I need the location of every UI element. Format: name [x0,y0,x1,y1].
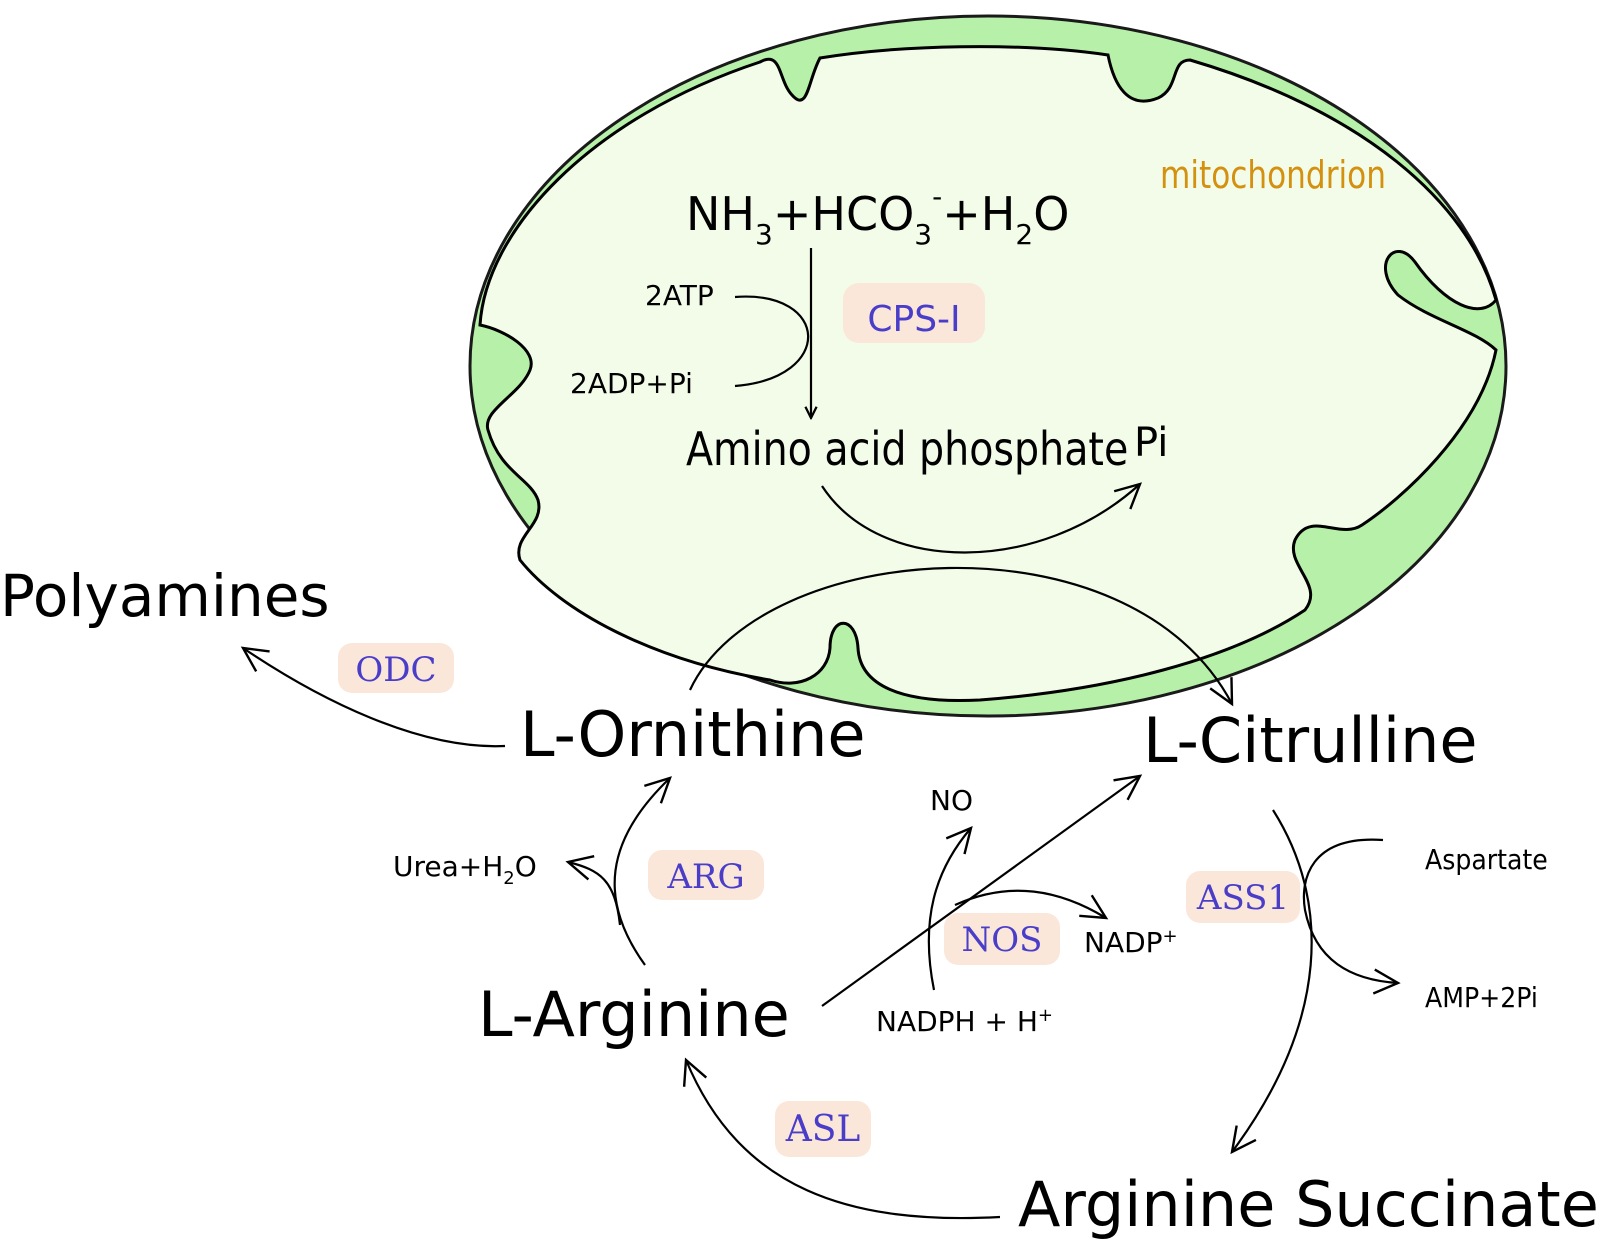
ass1-cofactor-arc [1302,838,1401,995]
arrow-ornithine-to-citrulline [689,566,1234,707]
ass1-reaction: Aspartate AMP+2Pi ASS1 [1186,809,1548,1155]
mitochondrion-label: mitochondrion [1160,154,1386,198]
nos-reaction: NO NADP+ NADPH + H+ NOS [821,774,1178,1038]
nos-enzyme-badge [944,913,1060,965]
nos-enzyme-label: NOS [962,920,1043,960]
arg-enzyme-label: ARG [666,857,744,897]
cps-reaction: NH3+HCO3-+H2O 2ATP 2ADP+Pi CPS-I Amino a… [570,180,1168,477]
nos-cofactor-out: NADP+ [1084,926,1178,959]
metabolite-arginine: L-Arginine [478,978,790,1051]
odc-enzyme-badge [338,643,454,693]
nos-cofactor-arc [927,825,973,991]
inner-membrane-cristae [478,45,1498,703]
cps-substrate: NH3+HCO3-+H2O [686,180,1069,251]
ass1-cofactor-in: Aspartate [1425,844,1548,877]
metabolite-argsucc: Arginine Succinate [1018,1168,1599,1241]
odc-reaction: ODC [240,643,506,748]
arrow-arg-to-urea [565,855,622,926]
arrow-ornithine-to-polyamines [240,646,506,748]
arrow-nos-to-nadp [954,889,1109,920]
metabolite-polyamines: Polyamines [0,562,330,630]
asl-reaction: ASL [682,1057,1001,1220]
asl-enzyme-badge [775,1101,871,1157]
arrow-citrulline-to-argsucc [1230,809,1313,1155]
metabolite-ornithine: L-Ornithine [520,698,866,771]
arrow-arginine-to-ornithine [613,776,672,966]
asl-enzyme-label: ASL [785,1109,861,1150]
cps-cofactor-out: 2ADP+Pi [570,367,693,400]
nos-product-no: NO [930,784,973,817]
nos-cofactor-in: NADPH + H+ [876,1005,1053,1038]
ass1-cofactor-out: AMP+2Pi [1425,982,1538,1015]
odc-enzyme-label: ODC [355,650,436,690]
cps-cofactor-arc [734,295,810,388]
cps-product: Amino acid phosphate [686,423,1128,477]
cps-enzyme-badge [843,283,985,343]
metabolite-citrulline: L-Citrulline [1143,704,1478,777]
cps-byproduct-pi: Pi [1134,420,1168,466]
arg-enzyme-badge [648,850,764,900]
ass1-enzyme-label: ASS1 [1196,878,1289,918]
ass1-enzyme-badge [1186,871,1300,923]
cps-cofactor-in: 2ATP [645,279,714,312]
arrow-arginine-to-citrulline [821,774,1143,1007]
mitochondrion: mitochondrion [468,14,1508,718]
arrow-argsucc-to-arginine [682,1057,1001,1220]
arg-byproduct: Urea+H2O [393,850,537,889]
cps-enzyme-label: CPS-I [867,299,960,340]
arrow-aap-to-pi [821,482,1142,554]
arg-reaction: Urea+H2O ARG [393,776,764,966]
